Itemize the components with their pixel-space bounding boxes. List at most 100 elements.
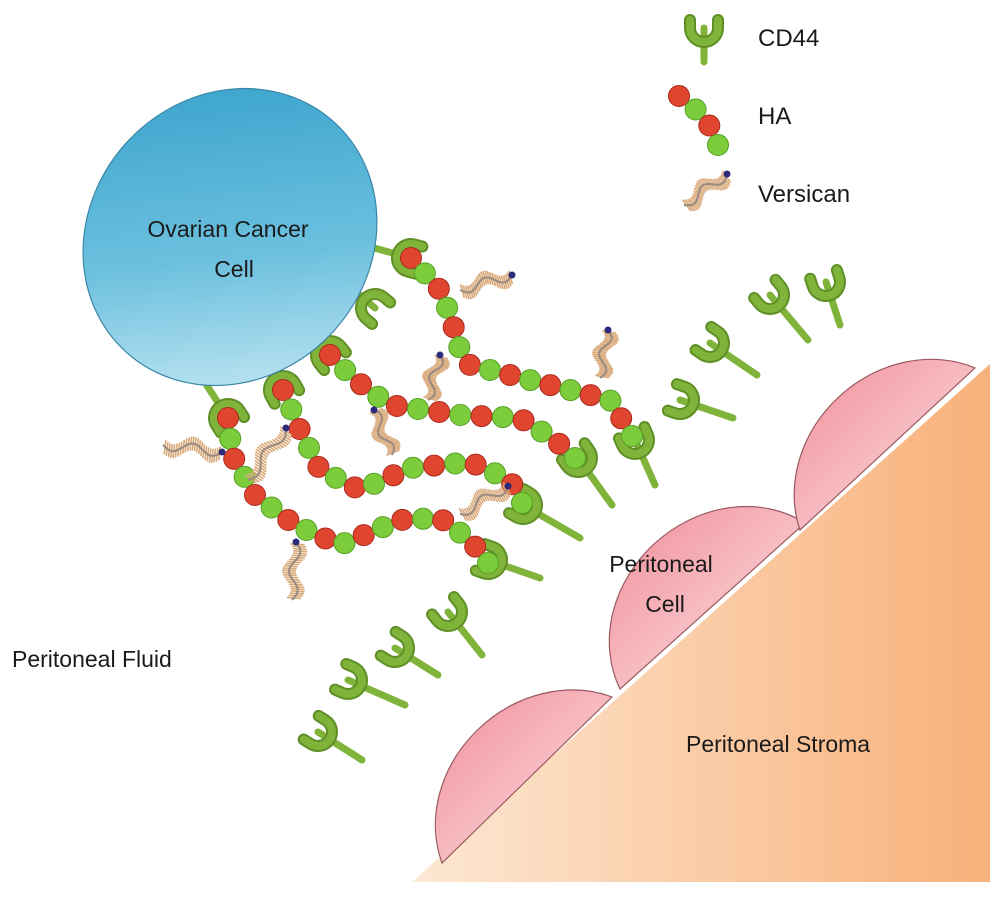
ha-bead (464, 535, 487, 558)
ha-bead (428, 401, 451, 423)
ha-bead (548, 432, 571, 455)
ha-bead (272, 379, 294, 401)
ha-bead (427, 277, 450, 300)
ha-bead (449, 521, 471, 544)
peritoneal-fluid-label: Peritoneal Fluid (12, 646, 172, 672)
peritoneal-cells (434, 358, 977, 865)
ovarian-cancer-cell-label-line1: Ovarian Cancer (147, 216, 308, 242)
ha-bead (499, 364, 522, 386)
ha-bead (458, 353, 481, 376)
peritoneal-cd44-receptor (748, 273, 812, 344)
peritoneal-cd44-receptor (689, 320, 761, 379)
ha-bead (382, 464, 405, 487)
legend-ha-label: HA (758, 103, 791, 130)
ha-bead (277, 509, 300, 531)
ha-chain-2 (319, 344, 586, 469)
peritoneal-cd44-receptor (297, 709, 366, 764)
peritoneal-cd44-receptor (612, 421, 659, 489)
ha-chains (217, 247, 643, 574)
ha-bead (423, 454, 446, 477)
ha-bead (470, 405, 493, 428)
ha-bead (477, 552, 499, 574)
peritoneal-cd44-receptors (297, 264, 846, 764)
peritoneal-cell-middle (608, 505, 806, 690)
ha-bead (217, 407, 239, 429)
versican-strand (422, 351, 450, 402)
ha-bead (314, 527, 337, 550)
ha-bead (684, 98, 707, 121)
ha-bead (442, 316, 465, 339)
ha-bead (621, 425, 643, 447)
peritoneal-stroma-label: Peritoneal Stroma (686, 731, 870, 757)
ha-bead (432, 509, 455, 532)
ha-chain-3 (272, 379, 533, 514)
ha-bead (407, 398, 429, 420)
ha-bead (511, 492, 533, 514)
ha-bead (448, 336, 471, 359)
ha-bead (599, 389, 622, 412)
ha-bead (479, 359, 501, 381)
peritoneal-cd44-receptor (661, 378, 737, 422)
ha-bead (402, 456, 424, 479)
ha-bead (484, 462, 506, 485)
ha-icon (668, 85, 729, 156)
versican-strand (244, 424, 293, 484)
peritoneal-cd44-receptor (555, 437, 616, 509)
ha-bead (530, 420, 553, 443)
ha-bead (333, 532, 356, 555)
ha-bead (244, 484, 266, 506)
peritoneal-cd44-receptor (374, 625, 442, 679)
ha-bead (324, 466, 347, 489)
ha-bead (363, 472, 385, 495)
ha-bead (298, 436, 320, 459)
legend-cd44-label: CD44 (758, 25, 819, 52)
versican-strand (281, 538, 308, 601)
peritoneal-cd44-receptor (426, 591, 486, 659)
ha-bead (559, 379, 582, 402)
ha-bead (610, 407, 633, 430)
ha-bead (464, 453, 487, 476)
ha-bead (260, 496, 283, 519)
peritoneal-cell-upper (793, 358, 977, 532)
ha-bead (343, 476, 366, 499)
cd44-icon (684, 14, 724, 66)
ha-bead (385, 395, 408, 417)
ha-bead (295, 519, 318, 541)
ha-bead (219, 427, 242, 450)
ha-bead (334, 359, 357, 382)
peritoneal-stroma (412, 364, 990, 882)
ha-bead (539, 374, 562, 397)
ha-bead (519, 369, 542, 392)
versican-icon (681, 170, 732, 212)
ha-bead (413, 262, 436, 285)
versican-molecules (162, 270, 619, 601)
legend-ha-chain (668, 85, 729, 156)
legend-versican-label: Versican (758, 181, 850, 208)
ha-bead (307, 455, 330, 478)
ha-bead (512, 409, 535, 432)
peritoneal-cell-label-line1: Peritoneal (609, 551, 713, 577)
ha-bead (280, 398, 303, 421)
versican-strand (162, 436, 226, 463)
ha-bead (288, 418, 311, 440)
ha-bead (449, 404, 472, 426)
peritoneal-cd44-receptor (329, 657, 409, 709)
ha-bead (436, 296, 459, 319)
ha-bead (371, 516, 394, 539)
ovarian-cancer-cell (82, 87, 378, 387)
ovarian-cancer-cell-label-line2: Cell (214, 256, 254, 282)
versican-strand (459, 270, 516, 300)
peritoneal-cell-lower (434, 689, 614, 865)
ha-bead (707, 134, 729, 156)
versican-strand (369, 406, 401, 456)
peritoneal-cd44-receptor (804, 264, 846, 329)
legend-cd44-receptor (684, 14, 724, 66)
ha-bead (698, 114, 721, 137)
ha-bead (491, 406, 514, 429)
ha-bead (350, 373, 372, 396)
ha-chain-1 (400, 247, 643, 447)
legend-versican-strand (681, 170, 732, 212)
ha-bead (223, 447, 246, 470)
